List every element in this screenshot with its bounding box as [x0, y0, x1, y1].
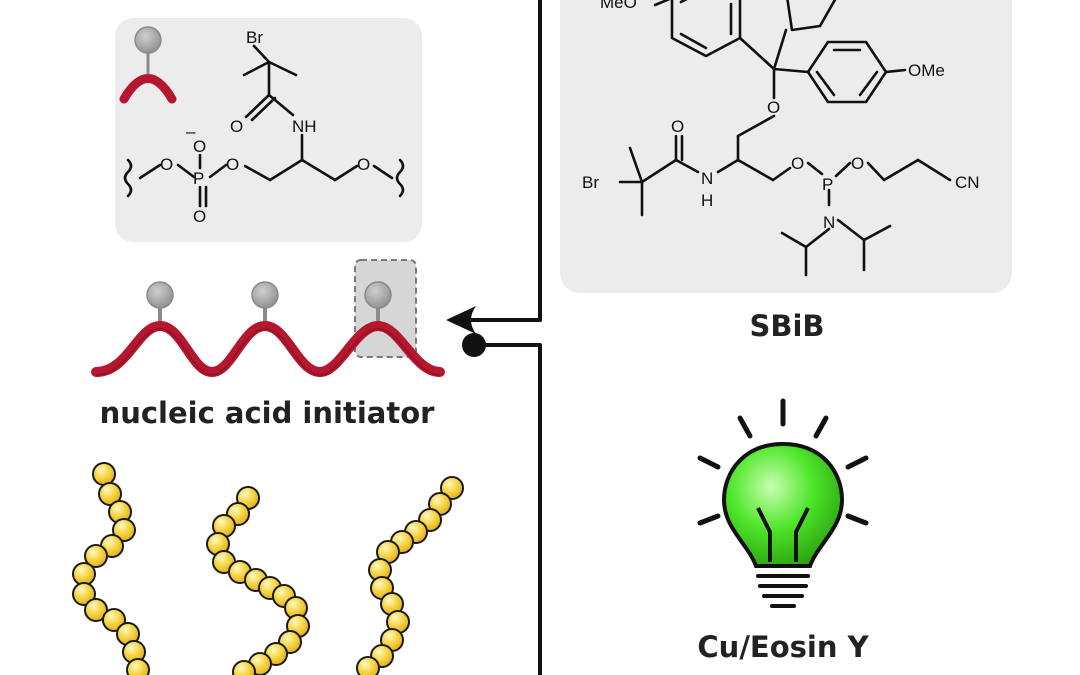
polymer-bead	[232, 660, 256, 675]
polymer-bead	[72, 562, 96, 586]
sbib-bonds	[618, 0, 952, 277]
amine-n-label: N	[823, 213, 835, 232]
dna-strand	[91, 320, 445, 378]
panel-background	[560, 0, 1012, 293]
methoxy-left-label: MeO	[600, 0, 637, 12]
polymer-brushes	[72, 462, 464, 675]
phosphate-o-bottom-label: O	[193, 207, 206, 226]
polymer-bead	[84, 598, 108, 622]
polymer-bead	[98, 482, 122, 506]
trityl-oxygen-label: O	[767, 98, 780, 117]
initiator-structure-panel: Br O NH – O O P O O O	[115, 18, 422, 242]
polymer-bead	[84, 544, 108, 568]
phosphate-o-left-label: O	[160, 155, 173, 174]
nucleic-acid-initiator	[91, 259, 445, 378]
initiator-bonds	[123, 44, 405, 208]
polymer-bead	[356, 656, 380, 675]
polymer-bead	[440, 476, 464, 500]
phosphate-o-mid-label: O	[226, 155, 239, 174]
lightbulb-icon	[697, 398, 869, 608]
phosphate-o-top-label: O	[193, 137, 206, 156]
sbib-label: SBiB	[749, 309, 824, 343]
pendant-group	[364, 281, 392, 330]
monomer-icon	[119, 26, 177, 104]
methoxy-right-label: OMe	[908, 61, 945, 80]
sbib-structure-panel: MeO OMe O O Br N H O P O CN N	[560, 0, 1012, 293]
sbib-to-initiator-line	[470, 0, 542, 322]
initiator-caption: nucleic acid initiator	[100, 396, 436, 430]
polymer-bead	[126, 658, 150, 675]
arrow-left-icon	[446, 306, 476, 334]
ether-o-right-label: O	[357, 155, 370, 174]
carbonyl-oxygen-label: O	[230, 117, 243, 136]
panel-background	[115, 18, 422, 242]
connector-dot	[462, 333, 486, 357]
phosphate-charge-label: –	[186, 122, 196, 141]
amide-nh-label: NH	[292, 117, 317, 136]
bromine-label: Br	[246, 28, 263, 47]
polymer-bead	[92, 462, 116, 486]
polymer-bead	[112, 518, 136, 542]
catalyst-caption: Cu/Eosin Y	[697, 630, 869, 664]
phosphite-o1-label: O	[791, 154, 804, 173]
phosphite-o2-label: O	[851, 154, 864, 173]
nitrile-label: CN	[955, 173, 980, 192]
carbonyl-oxygen-label: O	[671, 117, 684, 136]
connector-lines	[446, 0, 542, 675]
amide-h-label: H	[701, 191, 713, 210]
polymer-bead	[72, 582, 96, 606]
initiator-to-polymer-line	[474, 343, 542, 675]
polymer-bead	[102, 608, 126, 632]
phosphorus-label: P	[193, 169, 204, 188]
phosphorus-label: P	[822, 175, 833, 194]
bromine-label: Br	[582, 173, 599, 192]
amide-n-label: N	[701, 169, 713, 188]
